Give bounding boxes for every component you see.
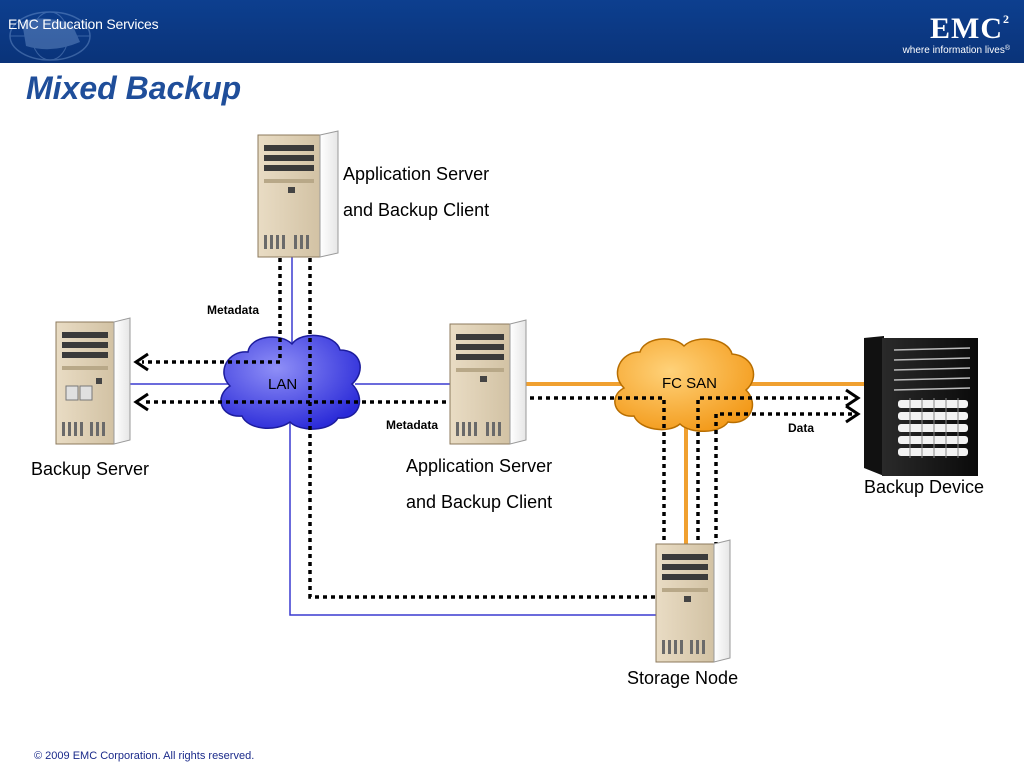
app-server-mid-label: Application Server and Backup Client [406, 448, 552, 520]
backup-server-icon [55, 317, 131, 445]
backup-device-label: Backup Device [864, 477, 985, 497]
flow-arrowheads [133, 352, 861, 424]
app-server-top-label: Application Server and Backup Client [343, 156, 489, 228]
logo-superscript: 2 [1003, 12, 1010, 26]
backup-server-label: Backup Server [31, 459, 150, 479]
brand-text: EMC Education Services [8, 16, 159, 32]
san-links [522, 382, 868, 548]
lan-cloud [220, 334, 361, 430]
emc-logo: EMC2 where information lives® [902, 12, 1010, 56]
app-server-top-line1: Application Server [343, 164, 490, 184]
logo-tagline: where information lives [902, 45, 1005, 56]
app-server-top-icon [257, 130, 339, 258]
app-server-top-line2: and Backup Client [343, 200, 490, 220]
lan-links [130, 255, 660, 616]
data-path-node-to-device-1 [696, 396, 852, 548]
copyright-footer: © 2009 EMC Corporation. All rights reser… [34, 750, 255, 762]
arrowhead-data-1 [845, 388, 861, 408]
lan-label: LAN [268, 376, 298, 393]
metadata-path-storage [308, 258, 658, 599]
fc-san-label: FC SAN [662, 375, 718, 392]
brand-education-services: EMC Education Services [8, 11, 159, 61]
arrowhead-data-2 [845, 404, 861, 424]
storage-node-icon [655, 539, 731, 663]
lan-link-storage-node [289, 415, 660, 616]
backup-device-icon [864, 336, 978, 476]
header-banner: EMC Education Services EMC2 where inform… [0, 0, 1024, 63]
data-label: Data [788, 421, 815, 435]
globe-icon [9, 11, 91, 61]
arrowhead-metadata-mid [133, 392, 149, 412]
arrowhead-metadata-top [133, 352, 149, 372]
metadata-label-top: Metadata [207, 303, 260, 317]
storage-node-label: Storage Node [627, 668, 739, 688]
metadata-path-top [142, 258, 282, 364]
app-server-mid-icon [449, 319, 527, 445]
slide-title: Mixed Backup [26, 70, 242, 106]
app-server-mid-line2: and Backup Client [406, 492, 553, 512]
data-path-node-to-device-2 [714, 412, 852, 570]
fc-san-cloud [614, 338, 755, 432]
logo-mark: EMC [930, 12, 1003, 45]
app-server-mid-line1: Application Server [406, 456, 553, 476]
metadata-label-mid: Metadata [386, 418, 439, 432]
